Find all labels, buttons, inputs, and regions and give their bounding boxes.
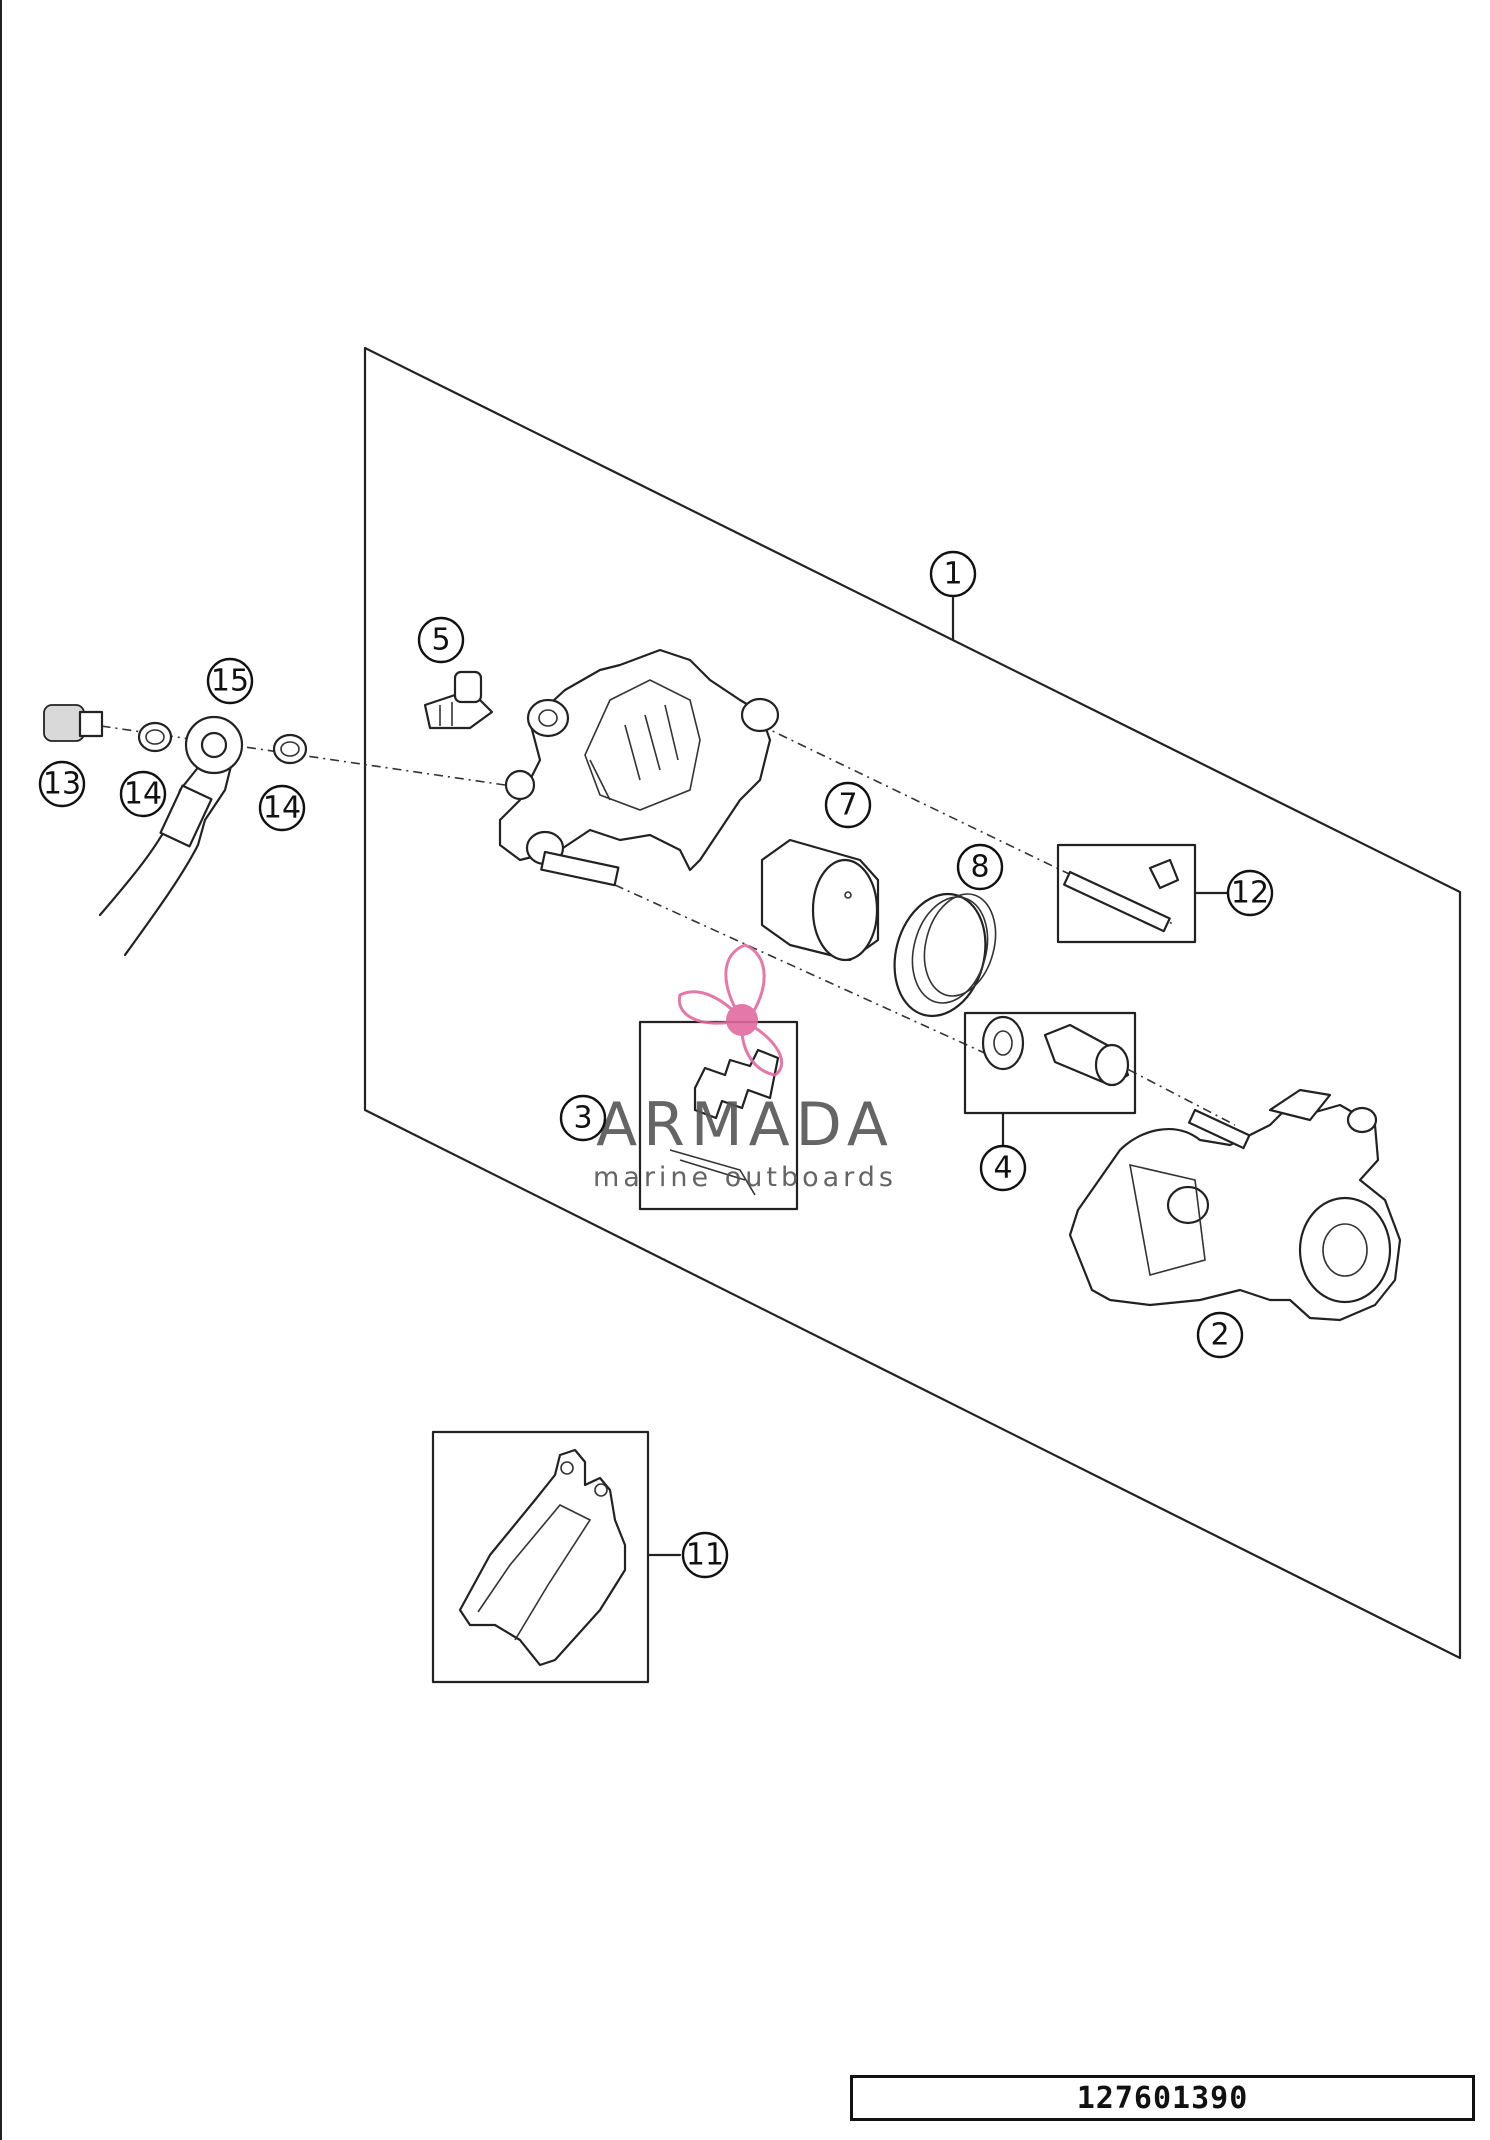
part-number-box: 127601390	[850, 2075, 1475, 2121]
axis-line-bracket	[1109, 1059, 1236, 1126]
callout-2: 2	[1196, 1311, 1244, 1359]
callout-label: 11	[686, 1538, 724, 1573]
watermark: ARMADA marine outboards	[593, 943, 897, 1193]
callout-15: 15	[206, 657, 254, 705]
boot-kit-box	[963, 1011, 1137, 1150]
brake-pad-box	[431, 1430, 682, 1684]
callout-label: 3	[573, 1101, 592, 1136]
callout-14: 14	[258, 784, 306, 832]
callout-label: 8	[970, 850, 989, 885]
brake-hose	[98, 715, 244, 957]
banjo-bolt	[43, 704, 104, 742]
callout-label: 14	[124, 777, 162, 812]
callout-label: 1	[943, 557, 962, 592]
bleed-valve	[423, 670, 494, 730]
caliper-body	[498, 648, 780, 887]
piston-seal	[893, 892, 997, 1018]
callout-label: 4	[993, 1151, 1012, 1186]
callout-3: 3	[559, 1094, 607, 1142]
sealing-washer-left	[137, 721, 173, 753]
assembly-boundary	[363, 346, 1462, 1660]
callout-label: 14	[263, 791, 301, 826]
callout-8: 8	[956, 843, 1004, 891]
callout-5: 5	[417, 616, 465, 664]
part-number: 127601390	[1076, 2080, 1249, 2116]
left-border-line	[0, 0, 2, 2140]
propeller-logo	[677, 943, 784, 1077]
callout-label: 5	[431, 623, 450, 658]
callout-label: 13	[43, 767, 81, 802]
callout-14: 14	[119, 770, 167, 818]
callout-label: 15	[211, 664, 249, 699]
callout-label: 7	[838, 788, 857, 823]
callout-13: 13	[38, 760, 86, 808]
caliper-bracket	[1068, 1088, 1402, 1322]
callout-1: 1	[929, 550, 977, 598]
callout-12: 12	[1226, 869, 1274, 917]
watermark-brand: ARMADA	[596, 1090, 894, 1160]
axis-line-pin-lower	[614, 884, 1001, 1061]
sealing-washer-right	[272, 733, 308, 765]
pin-kit-box	[1056, 843, 1234, 944]
callout-11: 11	[681, 1531, 729, 1579]
callout-4: 4	[979, 1144, 1027, 1192]
callout-label: 12	[1231, 876, 1269, 911]
callout-7: 7	[824, 781, 872, 829]
caliper-piston	[760, 838, 880, 962]
watermark-tagline: marine outboards	[593, 1162, 897, 1193]
callout-label: 2	[1210, 1318, 1229, 1353]
